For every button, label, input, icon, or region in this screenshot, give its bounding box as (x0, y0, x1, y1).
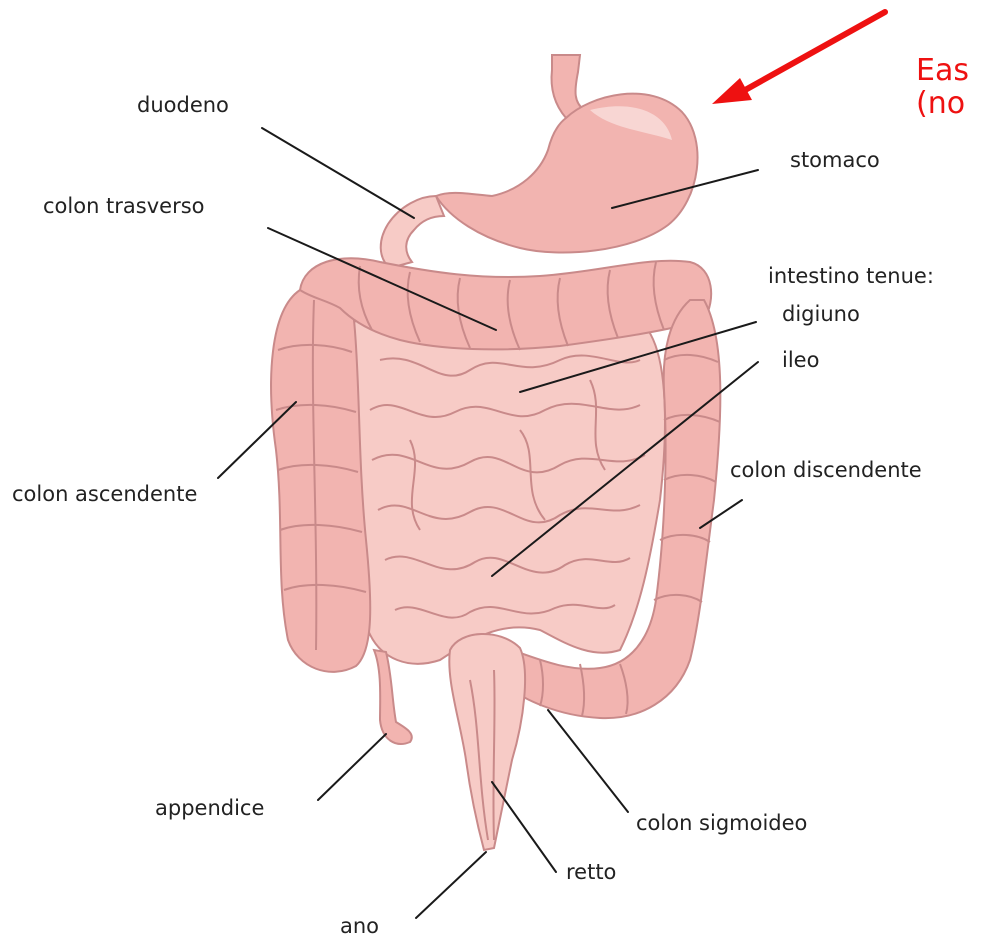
label-duodeno: duodeno (137, 95, 229, 116)
label-intestino-tenue: intestino tenue: (768, 266, 934, 287)
rectum-shape (449, 634, 525, 850)
label-colon-sigmoideo: colon sigmoideo (636, 813, 807, 834)
label-ileo: ileo (782, 350, 819, 371)
appendix-shape (374, 650, 412, 744)
label-colon-ascendente: colon ascendente (12, 484, 197, 505)
red-arrow-icon (712, 12, 885, 104)
label-colon-discendente: colon discendente (730, 460, 922, 481)
label-retto: retto (566, 862, 616, 883)
label-ano: ano (340, 916, 379, 937)
label-stomaco: stomaco (790, 150, 880, 171)
ascending-colon-shape (271, 285, 370, 671)
label-appendice: appendice (155, 798, 264, 819)
duodenum-shape (381, 196, 444, 268)
label-digiuno: digiuno (782, 304, 860, 325)
annotation-line-1: Eas (916, 55, 969, 87)
annotation-line-2: (no (916, 88, 965, 120)
label-colon-trasverso: colon trasverso (43, 196, 205, 217)
small-intestine-shape (342, 307, 665, 664)
stomach-shape (436, 94, 698, 253)
